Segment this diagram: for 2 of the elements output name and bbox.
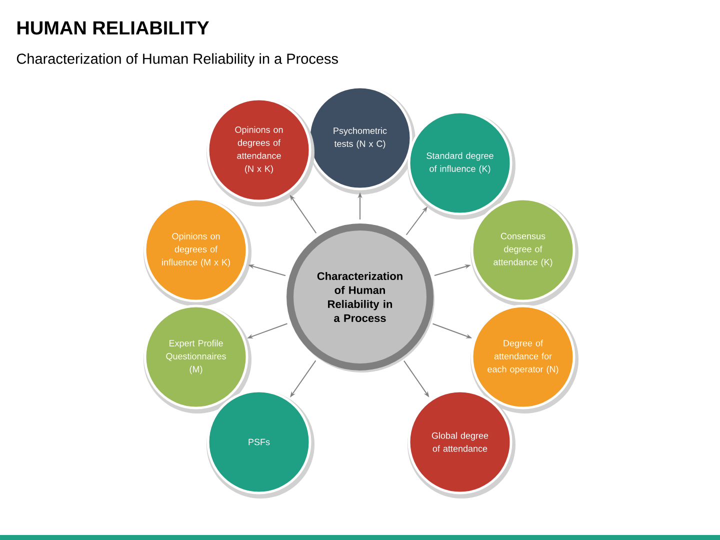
subtitle: Characterization of Human Reliability in a Process [16, 53, 338, 67]
title: HUMAN RELIABILITY [17, 21, 210, 35]
